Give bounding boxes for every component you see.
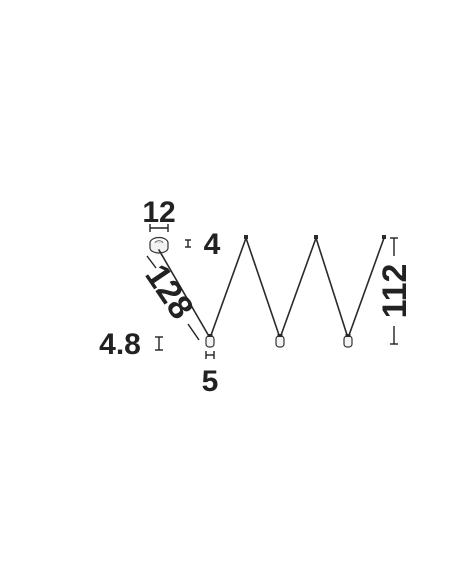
canopy-width-label: 12 [142, 196, 175, 229]
canopy-height-dimension: 4 [185, 228, 221, 261]
wire-anchor-points [244, 235, 386, 239]
bulb-width-dimension: 5 [202, 351, 219, 398]
total-height-dimension: 112 [376, 237, 414, 345]
bulb-1 [205, 334, 215, 348]
zigzag-suspension-wire [158, 235, 385, 341]
ceiling-canopy [149, 236, 169, 254]
bulb-height-dimension: 4.8 [99, 328, 163, 361]
bulb-height-label: 4.8 [99, 328, 141, 361]
bulb-3 [343, 334, 353, 348]
bulb-2 [275, 334, 285, 348]
canopy-width-dimension: 12 [142, 196, 176, 232]
arm-length-label: 128 [138, 258, 201, 326]
arm-length-dimension: 128 [138, 255, 201, 341]
canopy-height-label: 4 [204, 228, 221, 261]
total-height-label: 112 [376, 264, 414, 319]
bulb-width-label: 5 [202, 365, 219, 398]
